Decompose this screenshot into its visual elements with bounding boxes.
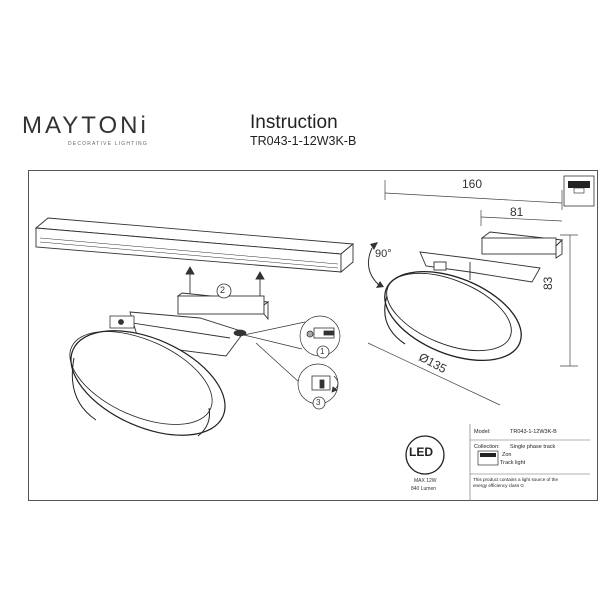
spec-model-label: Model: (474, 429, 491, 435)
step-2-label: 2 (220, 285, 226, 295)
round-lamp-right (384, 270, 522, 362)
arrow-up-icon (185, 266, 265, 301)
unlock-icon (311, 375, 339, 393)
step-3-marker (312, 396, 326, 410)
dimension-lines (367, 180, 578, 406)
track-light-icon (477, 450, 499, 466)
lamp-mount (109, 315, 135, 329)
led-lumen: 840 Lumen (411, 486, 437, 492)
round-lamp-left (69, 330, 226, 437)
rotation-arrowhead-bottom-icon (376, 281, 384, 288)
led-badge-label: LED (409, 445, 433, 459)
brand-logo: MAYTONi (22, 112, 149, 139)
spec-collection-label: Collection: (474, 444, 500, 450)
page-title: Instruction (250, 112, 338, 133)
dimension-height: 83 (541, 276, 555, 290)
led-max-power: MAX 12W (414, 478, 437, 484)
spec-efficiency-note-1: This product contains a light source of … (473, 477, 559, 482)
dimension-width: 81 (510, 205, 524, 219)
step-2-marker (216, 283, 232, 299)
track-head-right (419, 231, 563, 283)
rotation-arrowhead-top-icon (370, 242, 378, 250)
rotation-label: 90° (375, 248, 392, 260)
lock-icon (306, 327, 335, 339)
step-3-label: 3 (316, 398, 321, 407)
spec-model-value: TR043-1-12W3K-B (510, 429, 557, 435)
rotation-arrow-icon (367, 247, 381, 287)
dimension-length: 160 (462, 177, 483, 191)
spec-table-grid (469, 424, 590, 501)
drawing-frame (28, 170, 598, 501)
step-1-marker (316, 345, 330, 359)
model-code: TR043-1-12W3K-B (250, 134, 357, 148)
spec-efficiency-note-2: energy efficiency class G (473, 483, 524, 488)
brand-tagline: DECORATIVE LIGHTING (68, 141, 148, 147)
step-1-label: 1 (320, 347, 325, 356)
spec-track-light-label: Track light (500, 460, 526, 466)
track-type-icon (563, 175, 595, 207)
led-badge-icon (405, 435, 445, 475)
spec-collection-value: Single phase track (510, 444, 556, 450)
spec-zon-label: Zon (502, 452, 512, 458)
track-rail (34, 217, 355, 273)
